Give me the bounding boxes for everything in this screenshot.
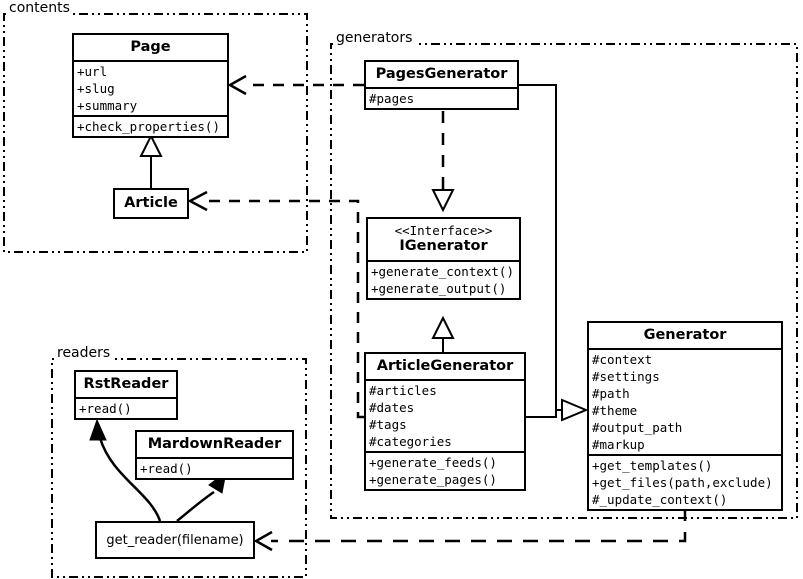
class-operations-generator: +get_templates() +get_files(path,exclude… [589,453,781,509]
class-attribute: #articles [369,382,437,398]
class-operation: +get_files(path,exclude) [592,474,773,490]
class-name-article-generator: ArticleGenerator [376,358,514,374]
class-attribute: #tags [369,416,407,432]
class-name-page: Page [130,39,171,55]
class-name-generator: Generator [643,327,727,343]
class-box-mardown-reader[interactable]: MardownReader +read() [135,430,294,480]
class-attribute: #dates [369,399,415,415]
arrowhead-hollow-triangle-igenerator-top [431,189,455,213]
class-attribute: #settings [592,368,660,384]
class-attributes-page: +url +slug +summary [74,59,227,115]
class-box-igenerator[interactable]: <<Interface>> IGenerator +generate_conte… [366,217,521,300]
arrowhead-open-v-page [227,74,247,96]
class-box-article[interactable]: Article [113,188,189,219]
class-attributes-pages-generator: #pages [366,86,517,108]
edge-generator-to-get-reader [271,506,687,543]
edge-get-reader-to-rstreader [98,437,162,522]
class-attribute: +url [77,63,108,79]
edge-pagesgenerator-to-generator [519,84,557,410]
class-operation: +check_properties() [77,118,220,134]
class-operation: +read() [79,400,132,416]
edge-articlegenerator-to-article [206,199,364,419]
class-name-igenerator: <<Interface>> IGenerator [368,219,519,260]
class-attribute: #path [592,385,630,401]
class-operation: +generate_pages() [369,471,497,487]
class-box-page[interactable]: Page +url +slug +summary +check_properti… [72,33,229,138]
class-attribute: #output_path [592,419,683,435]
class-name-mardown-reader: MardownReader [147,436,282,452]
function-label-get-reader: get_reader(filename) [106,532,244,548]
class-operation: +generate_feeds() [369,454,497,470]
package-frame-contents [3,13,308,253]
package-frame-readers [51,358,307,578]
class-attribute: #pages [369,90,415,106]
class-operations-article-generator: +generate_feeds() +generate_pages() [366,450,524,489]
class-attribute: #theme [592,402,638,418]
arrowhead-hollow-triangle-igenerator-bottom [431,315,455,339]
class-attribute: +slug [77,80,115,96]
class-name-article: Article [124,195,178,211]
edge-get-reader-to-mardownreader [176,490,215,522]
class-name-rst-reader: RstReader [83,376,169,392]
class-operation: +generate_context() [371,263,514,279]
class-operations-mardown-reader: +read() [137,456,292,478]
arrowhead-filled-rstreader [89,418,107,441]
class-box-generator[interactable]: Generator #context #settings #path #them… [587,321,783,511]
class-attribute: +summary [77,97,138,113]
package-label-contents: contents [6,0,73,16]
class-name-text: IGenerator [399,238,488,254]
class-attributes-generator: #context #settings #path #theme #output_… [589,347,781,454]
class-operation: +generate_output() [371,280,507,296]
class-operation: +read() [140,460,193,476]
class-box-rst-reader[interactable]: RstReader +read() [74,370,178,420]
class-box-article-generator[interactable]: ArticleGenerator #articles #dates #tags … [364,352,526,491]
class-operation: #_update_context() [592,491,728,507]
arrowhead-open-v-article [187,190,208,212]
package-label-readers: readers [54,345,114,361]
class-operation: +get_templates() [592,457,713,473]
class-name-pages-generator: PagesGenerator [375,66,508,82]
class-attribute: #context [592,351,653,367]
arrowhead-open-v-get-reader [253,530,273,552]
class-stereotype-igenerator: <<Interface>> [394,223,493,238]
arrowhead-hollow-triangle-page [139,133,163,157]
arrowhead-hollow-triangle-generator [561,398,589,422]
class-attribute: #markup [592,436,645,452]
class-operations-igenerator: +generate_context() +generate_output() [368,259,519,298]
class-box-pages-generator[interactable]: PagesGenerator #pages [364,60,519,110]
class-attribute: #categories [369,433,452,449]
edge-articlegenerator-to-generator [526,410,557,418]
function-box-get-reader[interactable]: get_reader(filename) [95,521,255,559]
package-label-generators: generators [333,30,416,46]
class-operations-rst-reader: +read() [76,396,176,418]
package-frame-generators [330,43,798,519]
class-attributes-article-generator: #articles #dates #tags #categories [366,378,524,451]
class-operations-page: +check_properties() [74,114,227,136]
